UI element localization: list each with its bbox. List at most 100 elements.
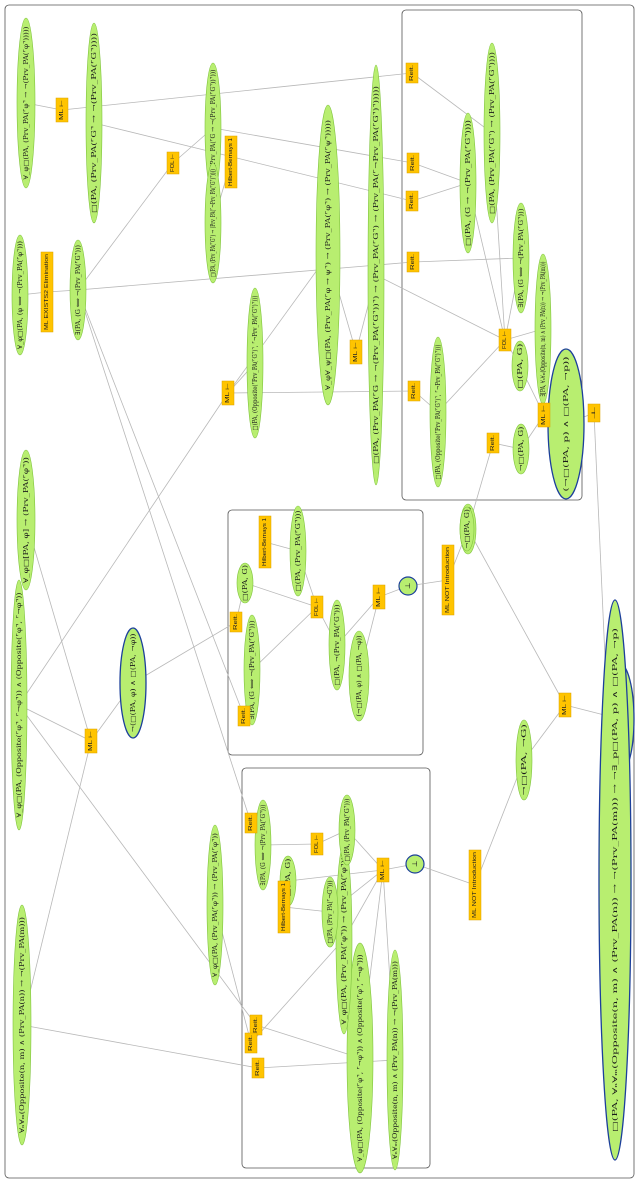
proof-edge bbox=[21, 1024, 259, 1069]
formula-ellipse bbox=[512, 423, 530, 475]
formula-node: □(PA, (Prv_PA(⌜G⌝) → (Prv_PA(⌜G⌝)))) bbox=[483, 42, 501, 224]
formula-node: □(PA, (Prv_PA(⌜G → ¬(Prv_PA(⌜G⌝))⌝) → (P… bbox=[367, 64, 385, 486]
formula-text: ∃(PA, (G ⟺ ¬(Prv_PA(⌜G⌝))) bbox=[248, 620, 256, 719]
formula-text: ∀_φ∀_ψ□(PA, (Prv_PA(⌜φ → ψ⌝) → (Prv_PA(⌜… bbox=[324, 119, 332, 390]
rule-label: Reit. bbox=[253, 1017, 259, 1033]
formula-text: ¬□(PA, G) bbox=[517, 426, 525, 472]
proof-edge bbox=[287, 869, 384, 882]
rule-box-reit: Reit. bbox=[237, 705, 251, 727]
proof-edge bbox=[257, 1059, 396, 1069]
formula-ellipse bbox=[321, 876, 339, 948]
formula-text: ∀ₙ∀ₘ(Opposite(n, m) ∧ (Prv_PA(n)) → ¬(Pr… bbox=[18, 916, 26, 1133]
formula-text: ∃(PA, (G ⟺ ¬(Prv_PA(⌜G⌝))) bbox=[74, 245, 82, 335]
formula-text: ∀_φ□(PA, (Opposite(⌜φ⌝, ⌜¬φ⌝)) ∧ (Opposi… bbox=[356, 954, 364, 1162]
rule-label: Reit. bbox=[248, 815, 254, 831]
formula-ellipse bbox=[429, 336, 447, 488]
proof-edge bbox=[25, 519, 92, 742]
rule-box-bg bbox=[587, 403, 601, 423]
formula-node: ∀_φ∀_ψ□(PA, (Prv_PA(⌜φ → ψ⌝) → (Prv_PA(⌜… bbox=[315, 104, 341, 406]
rule-box-bg bbox=[277, 880, 291, 934]
rule-box-reit: Reit. bbox=[405, 62, 419, 84]
rule-label: ML ⊢ bbox=[59, 100, 65, 120]
subproof-frame bbox=[401, 9, 583, 501]
rule-box-bg bbox=[441, 544, 455, 616]
proof-edge bbox=[132, 621, 237, 684]
rule-label: Reit. bbox=[409, 193, 415, 209]
rule-box-reit: Reit. bbox=[406, 251, 420, 273]
formula-text: ∃[PA, ∀ₙ∀ₘ(Opposite(n, m) ∧ (Prv_PA(n)) … bbox=[539, 261, 547, 396]
rule-box-bg bbox=[224, 135, 238, 189]
rule-box-reit: Reit. bbox=[244, 812, 258, 834]
falsum-circle bbox=[405, 854, 425, 874]
rule-label: Reit. bbox=[410, 254, 416, 270]
formula-node: □(PA, (Prv_PA(⌜¬G⌝))) bbox=[321, 876, 339, 948]
formula-text: □(PA, (G → ¬(Prv_PA(⌜G⌝)))) bbox=[464, 119, 472, 246]
goal-formula-node: (¬□(PA, p) ∧ □(PA, ¬p)) bbox=[547, 348, 585, 500]
rule-label: ML ⊢ bbox=[380, 860, 386, 880]
rule-box-bg bbox=[258, 515, 272, 569]
rule-box-bg bbox=[406, 251, 420, 273]
formula-node: ∀_φ□(PA, (Prv_PA(⌜φ⌝)) → (Prv_PA(⌜φ⌝)) bbox=[206, 824, 224, 986]
formula-ellipse bbox=[243, 614, 261, 726]
rule-box-reit: Reit. bbox=[244, 1032, 258, 1054]
rule-box-bg bbox=[55, 97, 69, 123]
proof-edge bbox=[411, 72, 493, 134]
rule-box-bg bbox=[166, 151, 180, 175]
formula-text: □(PA, (Prv_PA(⌜G⌝) → (Prv_PA(⌜G⌝)))) bbox=[488, 51, 496, 214]
subproof-frame bbox=[4, 4, 635, 1179]
formula-text: ∀_φ□[PA, φ] → (Prv_PA(⌜φ⌝)) bbox=[22, 456, 30, 583]
formula-ellipse bbox=[16, 449, 36, 591]
formula-text: ¬(□(PA, φ) ∧ □(PA, ¬φ)) bbox=[129, 633, 137, 733]
rule-box-exists: ML EXISTS2 Elimination bbox=[40, 251, 54, 333]
rule-label: ML ⊢ bbox=[376, 587, 382, 607]
proof-edge bbox=[244, 582, 318, 608]
proof-edge bbox=[77, 162, 174, 291]
falsum-symbol: ⊥ bbox=[404, 583, 412, 590]
formula-node: ∀ₙ∀ₘ(Opposite(n, m) ∧ (Prv_PA(n)) → ¬(Pr… bbox=[386, 949, 404, 1171]
rule-box-fol: FOL ⊢ bbox=[310, 595, 324, 619]
rule-box-bg bbox=[244, 812, 258, 834]
subproof-frame bbox=[227, 509, 424, 756]
formula-ellipse bbox=[348, 630, 370, 722]
formula-text: ∀_φ□(PA, (Prv_PA(⌜φ⌝)) → (Prv_PA(⌜φ⌝))) bbox=[340, 853, 348, 1025]
rule-label: ML ⊢ bbox=[562, 695, 568, 715]
rule-label: ⊥ bbox=[591, 406, 597, 420]
formula-text: □(PA, (Prv_PA(⌜G⌝) → (Prv_PA(⌜¬Prv_PA(⌜G… bbox=[209, 169, 217, 277]
formula-ellipse bbox=[10, 579, 28, 831]
formula-node: □(PA, (G → ¬(Prv_PA(⌜G⌝)))) bbox=[459, 112, 477, 254]
rule-box-hb: Hilbert-Bernays 1 bbox=[258, 515, 272, 569]
formula-ellipse bbox=[16, 17, 36, 189]
proof-edge bbox=[61, 72, 413, 111]
rule-label: Reit. bbox=[248, 1035, 254, 1051]
rule-box-bg bbox=[486, 432, 500, 454]
rule-box-bg bbox=[558, 692, 572, 718]
rule-box-fol: FOL ⊢ bbox=[166, 151, 180, 175]
proof-nodes: ∀ₙ∀ₘ(Opposite(n, m) ∧ (Prv_PA(n)) → ¬(Pr… bbox=[10, 17, 635, 1174]
formula-node: ∀_φ□(PA, (Opposite(⌜φ⌝, ⌜¬φ⌝)) ∧ (Opposi… bbox=[10, 579, 28, 831]
formula-text: □(PA, G) bbox=[241, 564, 249, 601]
rule-box-bg bbox=[372, 584, 386, 610]
rule-label: Reit. bbox=[241, 708, 247, 724]
formula-text: ∀_φ□(PA, (Prv_PA(⌜φ⌝)) → (Prv_PA(⌜φ⌝)) bbox=[211, 833, 219, 977]
formula-ellipse bbox=[386, 949, 404, 1171]
formula-ellipse bbox=[338, 794, 356, 866]
formula-text: □(PA, ¬(Prv_PA(⌜G⌝))) bbox=[333, 604, 341, 685]
proof-edge bbox=[77, 289, 245, 717]
formula-ellipse bbox=[119, 627, 147, 739]
formula-ellipse bbox=[367, 64, 385, 486]
formula-text: □(PA, G) bbox=[516, 343, 524, 389]
formula-node: ∃(PA, (G ⟺ ¬(Prv_PA(⌜G⌝))) bbox=[69, 239, 87, 341]
rule-label: ML ⊢ bbox=[88, 731, 94, 751]
subproof-frames bbox=[4, 4, 635, 1179]
rule-box-bg bbox=[221, 380, 235, 406]
rule-box-reit: Reit. bbox=[405, 190, 419, 212]
rule-box-bg bbox=[229, 611, 243, 633]
formula-node: ¬□(PA, G) bbox=[459, 506, 475, 552]
formula-ellipse bbox=[246, 287, 264, 439]
rule-box-fol: FOL ⊢ bbox=[498, 328, 512, 352]
rule-box-bg bbox=[244, 1032, 258, 1054]
formula-ellipse bbox=[328, 599, 346, 691]
formula-node: ∃(PA, (G ⟺ ¬(Prv_PA(⌜G⌝))) bbox=[243, 614, 261, 726]
falsum-circle bbox=[398, 576, 418, 596]
